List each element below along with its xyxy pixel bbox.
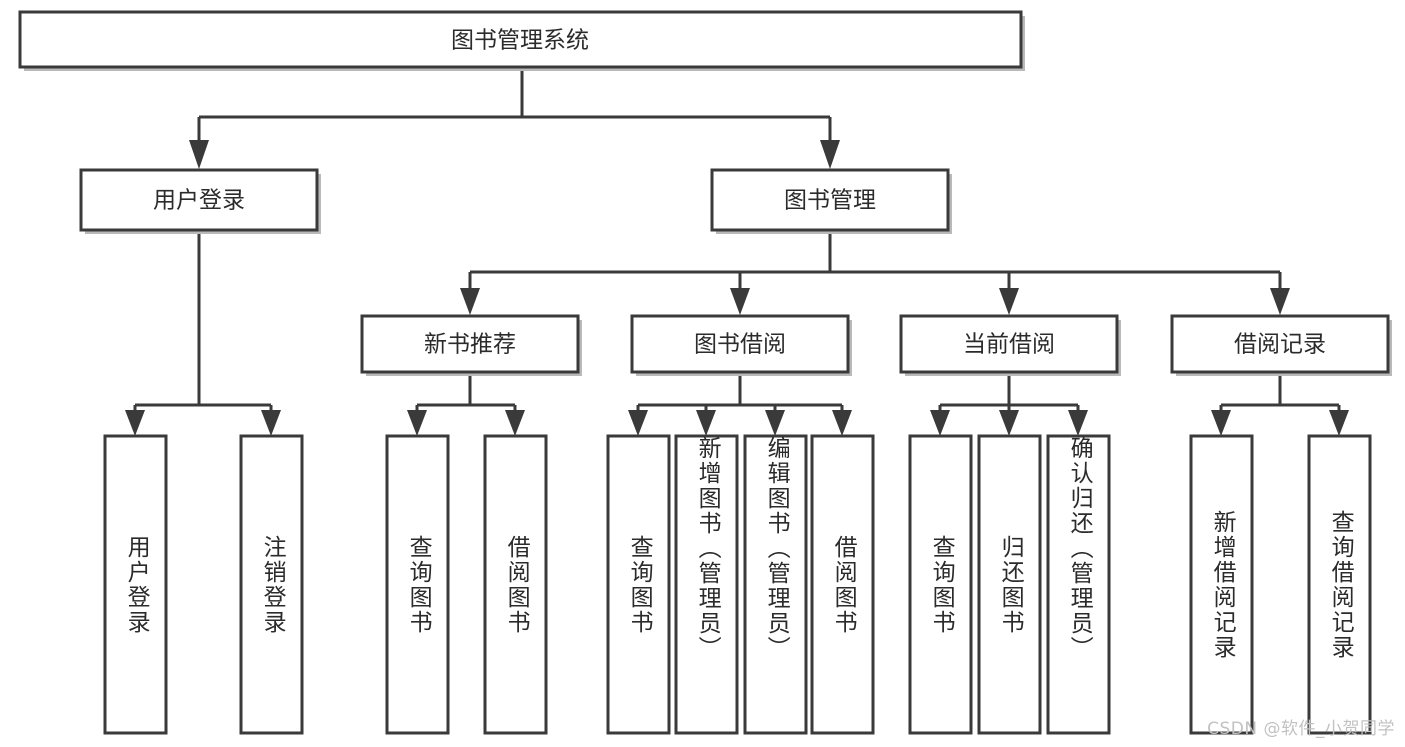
node-user-login-label: 用户登录 (153, 188, 245, 214)
node-new-book-rec-box[interactable] (360, 314, 580, 374)
leaf-box-add-record[interactable] (1189, 434, 1254, 735)
node-current-borrow-label: 当前借阅 (963, 332, 1055, 358)
arrow-leaf-logout (261, 410, 281, 436)
leaf-box-borrow-book-1[interactable] (483, 434, 548, 735)
arrow-leaf-borrow-book-1 (505, 410, 525, 436)
arrow-leaf-add-book (696, 410, 716, 436)
node-root-box[interactable] (18, 10, 1023, 69)
node-book-borrow-box[interactable] (630, 314, 850, 374)
arrow-new-book-rec (460, 288, 480, 315)
node-new-book-rec-label: 新书推荐 (424, 332, 516, 358)
arrow-leaf-user-login (125, 410, 145, 436)
node-current-borrow-box[interactable] (899, 314, 1119, 374)
arrow-book-manage (820, 140, 840, 169)
node-book-manage-box[interactable] (710, 168, 950, 232)
leaf-box-user-login[interactable] (103, 434, 168, 735)
node-root-label: 图书管理系统 (451, 28, 589, 54)
leaf-box-logout[interactable] (239, 434, 304, 735)
arrow-user-login (189, 140, 209, 169)
arrow-leaf-return-book (999, 410, 1019, 436)
leaf-box-add-book[interactable] (674, 434, 739, 735)
arrow-leaf-query-book-1 (407, 410, 427, 436)
arrow-leaf-edit-book (765, 410, 785, 436)
node-new-book-rec[interactable]: 新书推荐 (360, 314, 582, 376)
arrow-leaf-confirm-return (1068, 410, 1088, 436)
node-borrow-record-label: 借阅记录 (1234, 332, 1326, 358)
arrow-current-borrow (999, 288, 1019, 315)
csdn-watermark: CSDN @软件_小贺同学 (1207, 719, 1395, 739)
arrow-leaf-query-book-2 (628, 410, 648, 436)
arrow-leaf-query-book-3 (930, 410, 950, 436)
arrow-leaf-query-record (1329, 410, 1349, 436)
node-user-login-box[interactable] (79, 168, 319, 232)
node-book-manage[interactable]: 图书管理 (710, 168, 952, 234)
connector-layer (125, 69, 1349, 436)
node-book-borrow[interactable]: 图书借阅 (630, 314, 852, 376)
leaf-box-query-book-3[interactable] (908, 434, 973, 735)
node-borrow-record[interactable]: 借阅记录 (1170, 314, 1392, 376)
node-book-borrow-label: 图书借阅 (694, 332, 786, 358)
node-root[interactable]: 图书管理系统 (18, 10, 1025, 71)
node-borrow-record-box[interactable] (1170, 314, 1390, 374)
node-book-manage-label: 图书管理 (784, 188, 876, 214)
leaf-box-return-book[interactable] (977, 434, 1042, 735)
arrow-book-borrow (730, 288, 750, 315)
leaf-box-query-record[interactable] (1307, 434, 1372, 735)
arrow-leaf-add-record (1211, 410, 1231, 436)
leaf-box-edit-book[interactable] (743, 434, 808, 735)
arrow-leaf-borrow-book-2 (832, 410, 852, 436)
leaf-box-layer (103, 434, 1372, 735)
leaf-box-query-book-1[interactable] (385, 434, 450, 735)
arrow-borrow-record (1270, 288, 1290, 315)
leaf-box-confirm-return[interactable] (1046, 434, 1111, 735)
node-current-borrow[interactable]: 当前借阅 (899, 314, 1121, 376)
leaf-box-borrow-book-2[interactable] (810, 434, 875, 735)
leaf-box-query-book-2[interactable] (606, 434, 671, 735)
node-user-login[interactable]: 用户登录 (79, 168, 321, 234)
